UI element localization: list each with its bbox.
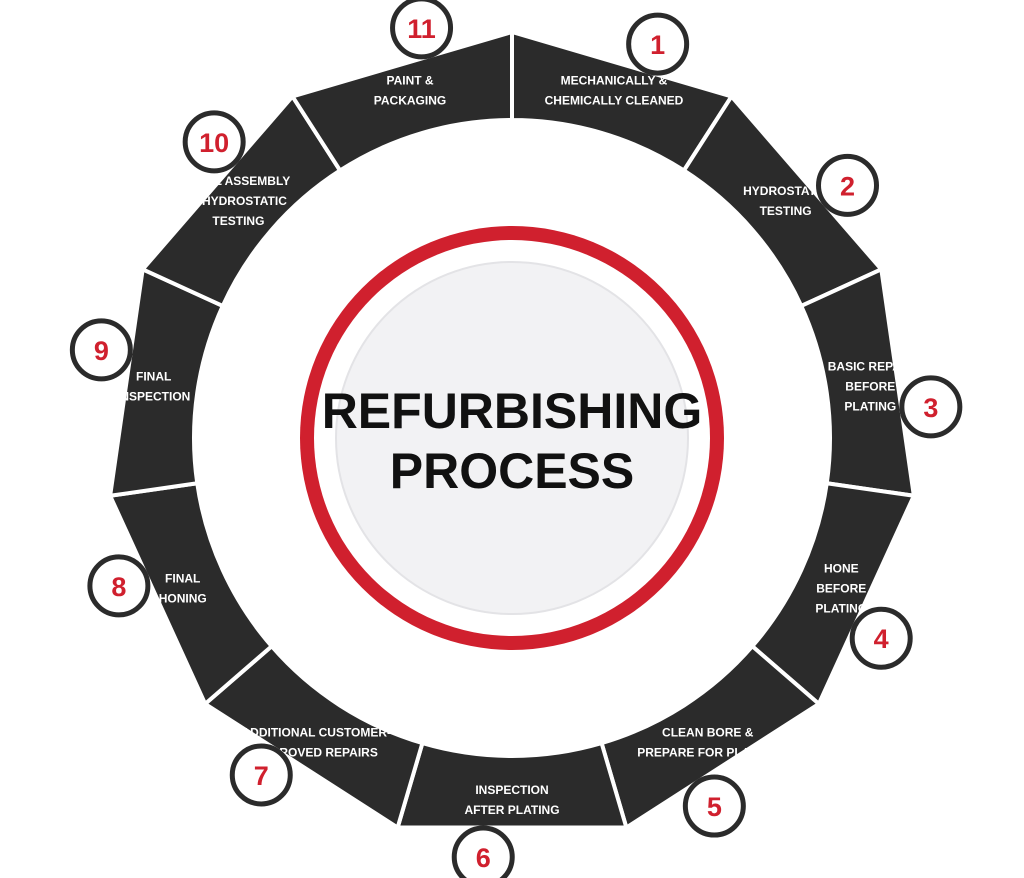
- step-badge-5: [682, 774, 746, 838]
- step-badge-3: [899, 375, 963, 439]
- step-badge-11: [390, 0, 454, 60]
- center-title-line-2: PROCESS: [390, 443, 635, 499]
- step-number-6: 6: [476, 843, 491, 873]
- step-label-line: & HYDROSTATIC: [190, 194, 287, 208]
- step-label-1: MECHANICALLY & CHEMICALLY CLEANED: [545, 74, 684, 108]
- step-badge-2: [816, 153, 880, 217]
- step-label-11: PAINT & PACKAGING: [374, 74, 446, 108]
- step-label-line: HONING: [159, 591, 207, 605]
- step-number-9: 9: [94, 336, 109, 366]
- step-label-10: FINAL ASSEMBLY & HYDROSTATIC TESTING: [187, 174, 291, 228]
- step-badge-7: [229, 743, 293, 807]
- step-badge-1: [626, 12, 690, 76]
- center-title-line-1: REFURBISHING: [322, 383, 703, 439]
- step-label-line: ADDITIONAL CUSTOMER-: [242, 726, 392, 740]
- step-number-3: 3: [923, 393, 938, 423]
- step-label-3: BASIC REPAIR BEFORE PLATING: [828, 359, 913, 413]
- step-number-11: 11: [407, 14, 436, 44]
- step-label-4: HONE BEFORE PLATING: [815, 561, 867, 615]
- step-badge-6: [451, 825, 515, 878]
- step-label-line: PLATING: [844, 399, 896, 413]
- step-label-line: FINAL ASSEMBLY: [187, 174, 291, 188]
- step-label-line: HONE: [824, 561, 859, 575]
- step-label-line: BEFORE: [816, 581, 866, 595]
- step-label-line: AFTER PLATING: [464, 803, 559, 817]
- step-label-line: INSPECTION: [117, 389, 190, 403]
- step-label-line: PACKAGING: [374, 94, 446, 108]
- step-label-line: FINAL: [136, 369, 171, 383]
- step-label-6: INSPECTION AFTER PLATING: [464, 783, 559, 817]
- step-label-8: FINAL HONING: [159, 571, 207, 605]
- step-number-4: 4: [874, 624, 889, 654]
- step-number-7: 7: [254, 761, 269, 791]
- step-segment-11: [290, 30, 514, 173]
- step-number-8: 8: [111, 572, 126, 602]
- step-badge-8: [87, 554, 151, 618]
- step-badge-10: [182, 110, 246, 174]
- step-label-5: CLEAN BORE & PREPARE FOR PLATING: [637, 726, 778, 760]
- step-label-line: PAINT &: [386, 74, 433, 88]
- step-badges: 1 2 3 4 5 6 7 8 9 10 11: [69, 0, 963, 878]
- step-number-10: 10: [199, 128, 229, 158]
- step-label-line: BEFORE: [845, 379, 895, 393]
- step-label-line: PREPARE FOR PLATING: [637, 746, 778, 760]
- step-label-line: TESTING: [212, 214, 264, 228]
- step-label-line: BASIC REPAIR: [828, 359, 913, 373]
- step-number-5: 5: [707, 792, 722, 822]
- center-hub: REFURBISHING PROCESS: [300, 226, 724, 650]
- step-label-line: CHEMICALLY CLEANED: [545, 94, 684, 108]
- step-label-line: PLATING: [815, 601, 867, 615]
- process-ring: [108, 30, 916, 830]
- step-number-2: 2: [840, 171, 855, 201]
- step-labels: MECHANICALLY & CHEMICALLY CLEANED HYDROSTA…: [117, 74, 913, 817]
- step-number-1: 1: [650, 30, 665, 60]
- center-disc: [335, 261, 689, 615]
- step-label-2: HYDROSTATIC TESTING: [743, 184, 828, 218]
- step-label-9: FINAL INSPECTION: [117, 369, 190, 403]
- step-label-line: HYDROSTATIC: [743, 184, 828, 198]
- step-badge-9: [69, 318, 133, 382]
- step-label-line: INSPECTION: [475, 783, 548, 797]
- step-badge-4: [849, 606, 913, 670]
- step-label-line: MECHANICALLY &: [561, 74, 668, 88]
- step-label-line: FINAL: [165, 571, 200, 585]
- step-label-line: TESTING: [760, 204, 812, 218]
- step-label-line: CLEAN BORE &: [662, 726, 754, 740]
